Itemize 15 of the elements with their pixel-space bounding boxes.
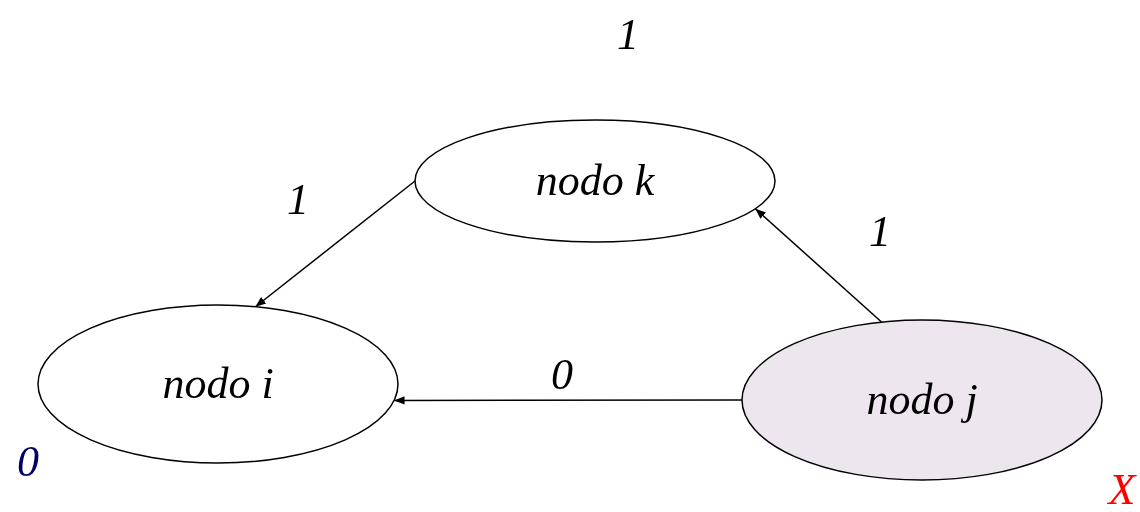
node-value: X bbox=[1108, 468, 1136, 512]
node-label: nodo i bbox=[162, 362, 274, 406]
arrow bbox=[254, 180, 416, 308]
arrow bbox=[754, 207, 883, 323]
arrow bbox=[393, 396, 743, 405]
ellipse-node bbox=[741, 319, 1103, 481]
node-label: nodo k bbox=[535, 159, 655, 203]
ellipse-node bbox=[414, 119, 776, 243]
node-label: nodo j bbox=[866, 378, 978, 422]
node-value: 1 bbox=[617, 13, 639, 57]
edge-label: 0 bbox=[551, 353, 573, 397]
ellipse-node bbox=[37, 304, 399, 464]
edge-label: 1 bbox=[287, 178, 309, 222]
edge-label: 1 bbox=[869, 210, 891, 254]
node-value: 0 bbox=[17, 440, 39, 484]
